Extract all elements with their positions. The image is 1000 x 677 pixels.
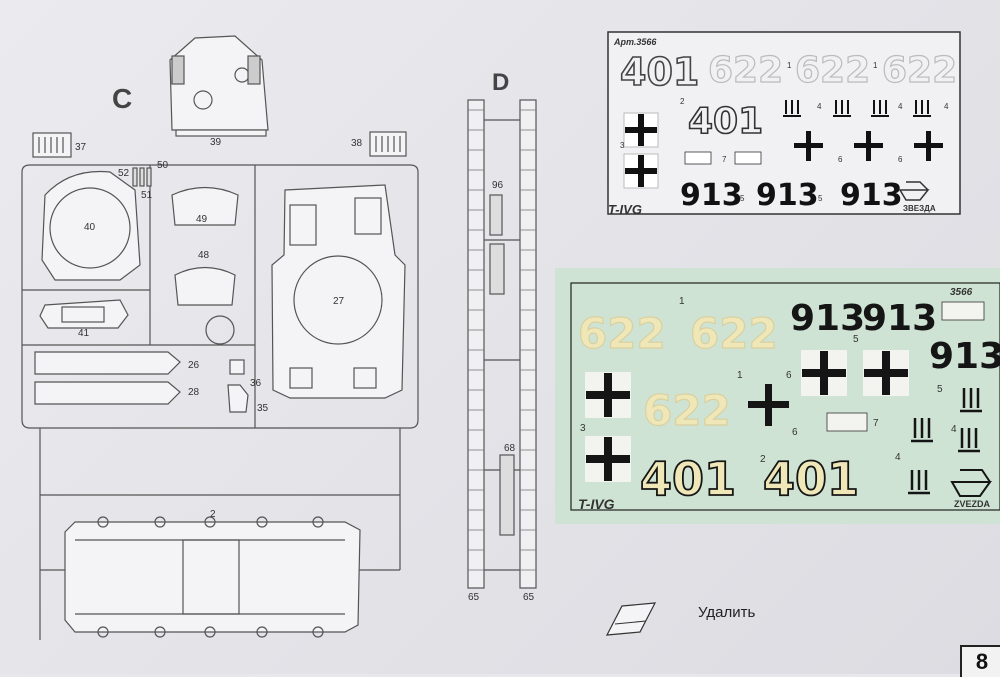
printed-622-2: 622 <box>795 50 870 91</box>
printed-idx-7: 7 <box>722 155 727 164</box>
part-label-49: 49 <box>196 214 208 225</box>
photo-913-3: 913 <box>929 336 1000 377</box>
part-68 <box>499 454 515 536</box>
photo-idx-3: 3 <box>580 423 586 434</box>
track-left <box>467 99 485 589</box>
part-label-41: 41 <box>78 328 90 339</box>
printed-idx-1b: 1 <box>873 61 878 70</box>
part-label-50: 50 <box>157 160 169 171</box>
printed-idx-3: 3 <box>620 141 625 150</box>
printed-idx-6b: 6 <box>898 155 903 164</box>
part-label-35: 35 <box>257 403 269 414</box>
printed-idx-1a: 1 <box>787 61 792 70</box>
photo-idx-1b: 1 <box>737 370 743 381</box>
photo-401-1: 401 <box>640 452 736 506</box>
legend-remove-label: Удалить <box>698 604 756 621</box>
printed-article: Арт.3566 <box>613 37 657 47</box>
part-label-40: 40 <box>84 222 96 233</box>
part-41 <box>39 299 129 329</box>
part-label-38: 38 <box>351 138 363 149</box>
photo-913-1: 913 <box>790 298 865 339</box>
part-28 <box>34 381 181 405</box>
part-label-96: 96 <box>492 180 504 191</box>
photo-idx-4a: 4 <box>951 424 957 435</box>
printed-idx-5a: 5 <box>740 194 745 203</box>
printed-913-1: 913 <box>680 178 743 213</box>
part-36 <box>229 359 245 375</box>
part-35 <box>227 384 249 413</box>
printed-401: 401 <box>688 101 763 142</box>
photo-idx-7: 7 <box>873 418 879 429</box>
photo-idx-6b: 6 <box>792 427 798 438</box>
decal-diagram-printed: Арт.3566 401 622 622 622 401 913 913 913… <box>607 31 961 217</box>
part-label-68: 68 <box>504 443 516 454</box>
photo-622-1: 622 <box>578 309 666 358</box>
part-label-48: 48 <box>198 250 210 261</box>
part-label-65-left: 65 <box>468 592 480 603</box>
printed-622-3: 622 <box>882 50 957 91</box>
photo-401-2: 401 <box>763 452 859 506</box>
photo-622-2: 622 <box>690 309 778 358</box>
printed-model: T-IVG <box>608 202 642 217</box>
track-right <box>519 99 537 589</box>
photo-idx-4b: 4 <box>895 452 901 463</box>
printed-622-1: 622 <box>708 50 783 91</box>
part-48 <box>174 266 236 306</box>
photo-913-2: 913 <box>862 298 937 339</box>
part-40 <box>41 170 141 281</box>
printed-brand: ЗВЕЗДА <box>903 204 936 213</box>
photo-idx-6a: 6 <box>786 370 792 381</box>
photo-brand: ZVEZDA <box>954 499 991 509</box>
part-49 <box>171 186 239 226</box>
printed-913-3: 913 <box>840 178 903 213</box>
photo-idx-5a: 5 <box>853 334 859 345</box>
part-label-39: 39 <box>210 137 222 148</box>
part-label-2: 2 <box>210 509 216 520</box>
printed-idx-2: 2 <box>680 97 685 106</box>
part-label-27: 27 <box>333 296 345 307</box>
printed-913-2: 913 <box>756 178 819 213</box>
printed-idx-6a: 6 <box>838 155 843 164</box>
part-label-36: 36 <box>250 378 262 389</box>
photo-idx-5b: 5 <box>937 384 943 395</box>
part-label-52: 52 <box>118 168 130 179</box>
part-27 <box>271 184 406 399</box>
part-26 <box>34 351 181 375</box>
remove-icon <box>605 602 657 636</box>
part-2 <box>64 521 361 633</box>
part-39 <box>169 35 269 131</box>
printed-401-outline: 401 <box>620 50 699 94</box>
sprue-c-frame <box>21 164 419 429</box>
part-96 <box>489 194 503 236</box>
printed-idx-4a: 4 <box>817 102 822 111</box>
part-label-65-right: 65 <box>523 592 535 603</box>
sprue-c-letter: C <box>112 83 132 114</box>
printed-idx-4b: 4 <box>898 102 903 111</box>
photo-622-3: 622 <box>643 386 731 435</box>
sprue-d-letter: D <box>492 69 509 96</box>
printed-idx-4c: 4 <box>944 102 949 111</box>
decal-sheet-photo: 3566 622 622 622 913 913 913 401 401 <box>555 268 1000 524</box>
photo-idx-2: 2 <box>760 454 766 465</box>
printed-idx-5b: 5 <box>818 194 823 203</box>
part-label-51: 51 <box>141 190 153 201</box>
part-label-26: 26 <box>188 360 200 371</box>
part-label-37: 37 <box>75 142 87 153</box>
photo-article: 3566 <box>950 287 973 298</box>
photo-model: T-IVG <box>578 496 615 512</box>
photo-idx-1a: 1 <box>679 296 685 307</box>
part-label-28: 28 <box>188 387 200 398</box>
page-number: 8 <box>960 645 1000 677</box>
